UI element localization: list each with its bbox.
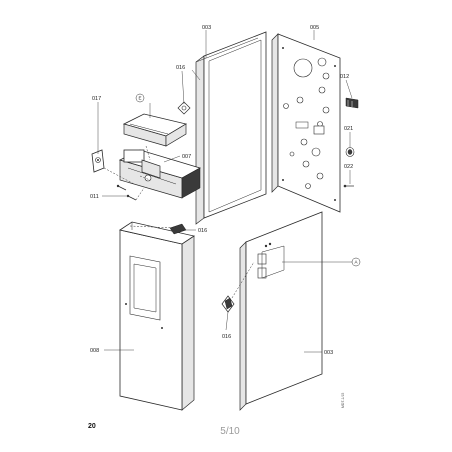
rear-panel-003 (195, 31, 267, 225)
connector-plate-012 (345, 97, 359, 109)
bushing-021 (345, 147, 355, 157)
label-012: 012 (340, 74, 349, 80)
callout-e-text: E (138, 96, 141, 101)
clip-017 (91, 149, 105, 173)
label-021: 021 (344, 126, 353, 132)
label-003-top: 003 (202, 25, 211, 31)
control-box-007 (118, 149, 202, 199)
label-003-bot: 003 (324, 350, 333, 356)
back-wall-005 (271, 33, 341, 213)
label-016-bot: 016 (222, 334, 231, 340)
leader-lines (97, 30, 353, 353)
clip-016-bot (221, 295, 235, 313)
page-number: 20 (88, 423, 96, 430)
callout-e: E (135, 93, 145, 103)
callout-a: A (351, 257, 361, 267)
screws-011 (116, 184, 137, 201)
label-016-top: 016 (176, 65, 185, 71)
clip-016-top (177, 101, 191, 115)
front-panel-008 (119, 221, 195, 411)
label-016-mid: 016 (198, 228, 207, 234)
page-indicator: 5/10 (220, 426, 240, 437)
label-007: 007 (182, 154, 191, 160)
cover-module (122, 113, 188, 147)
screw-022 (343, 184, 354, 188)
label-011: 011 (90, 194, 99, 200)
label-017: 017 (92, 96, 101, 102)
label-022: 022 (344, 164, 353, 170)
side-door-003 (239, 211, 323, 411)
callout-a-text: A (354, 260, 357, 265)
reference-code: MDT-1/15 (341, 393, 345, 408)
label-005: 005 (310, 25, 319, 31)
label-008: 008 (90, 348, 99, 354)
